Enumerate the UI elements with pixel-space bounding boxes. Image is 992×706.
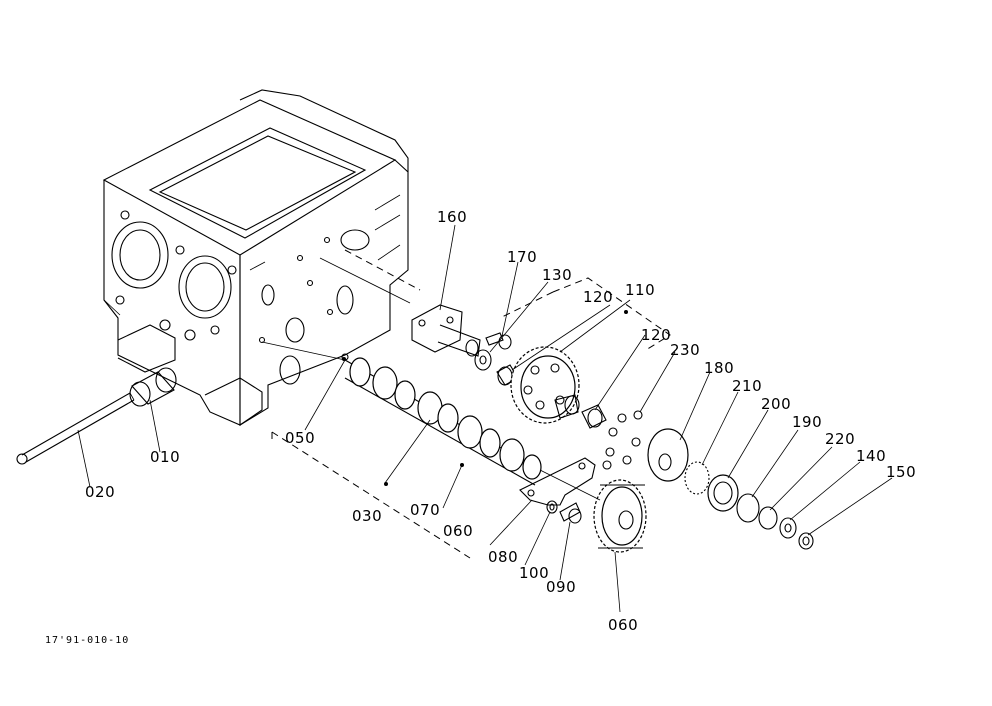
- part-labels: 020 010 050 030 070 060 080 100 090 060 …: [45, 208, 916, 646]
- balls-230: [602, 410, 643, 470]
- bolt-090: [559, 502, 582, 524]
- label-210: 210: [732, 377, 762, 395]
- label-070: 070: [410, 501, 440, 519]
- label-190: 190: [792, 413, 822, 431]
- alignment-lines: [261, 257, 601, 501]
- washer-100: [546, 500, 558, 514]
- ring-190: [736, 493, 760, 523]
- label-200: 200: [761, 395, 791, 413]
- label-180: 180: [704, 359, 734, 377]
- label-150: 150: [886, 463, 916, 481]
- label-050: 050: [285, 429, 315, 447]
- washer-130: [474, 349, 492, 371]
- label-060-main: 060: [608, 616, 638, 634]
- label-220: 220: [825, 430, 855, 448]
- leader-lines: [77, 224, 893, 613]
- label-030: 030: [352, 507, 382, 525]
- idler-shaft: [411, 304, 481, 357]
- bolt-170: [485, 332, 512, 350]
- reference-code: 17'91-010-10: [45, 635, 129, 646]
- circlip-210: [684, 461, 710, 495]
- nut-150: [798, 532, 814, 550]
- ring-220: [758, 506, 778, 530]
- label-100: 100: [519, 564, 549, 582]
- label-230: 230: [670, 341, 700, 359]
- bushing-120-b: [581, 404, 607, 429]
- bearing-200: [707, 474, 739, 512]
- label-160: 160: [437, 208, 467, 226]
- label-170: 170: [507, 248, 537, 266]
- label-120-a: 120: [583, 288, 613, 306]
- label-020: 020: [85, 483, 115, 501]
- label-120-b: 120: [641, 326, 671, 344]
- idler-gear: [510, 346, 580, 424]
- washer-140: [779, 517, 797, 539]
- label-140: 140: [856, 447, 886, 465]
- cam-gear: [593, 479, 647, 553]
- label-130: 130: [542, 266, 572, 284]
- label-110: 110: [625, 281, 655, 299]
- bushing-010: [129, 367, 177, 407]
- label-080: 080: [488, 548, 518, 566]
- push-rod-shaft: [16, 392, 135, 465]
- label-060-sub: 060: [443, 522, 473, 540]
- label-010: 010: [150, 448, 180, 466]
- assembly-boundaries: [271, 249, 671, 559]
- camshaft: [341, 353, 542, 486]
- engine-block: [102, 89, 409, 426]
- thrust-plate: [519, 457, 596, 506]
- plate-180: [647, 428, 689, 482]
- label-090: 090: [546, 578, 576, 596]
